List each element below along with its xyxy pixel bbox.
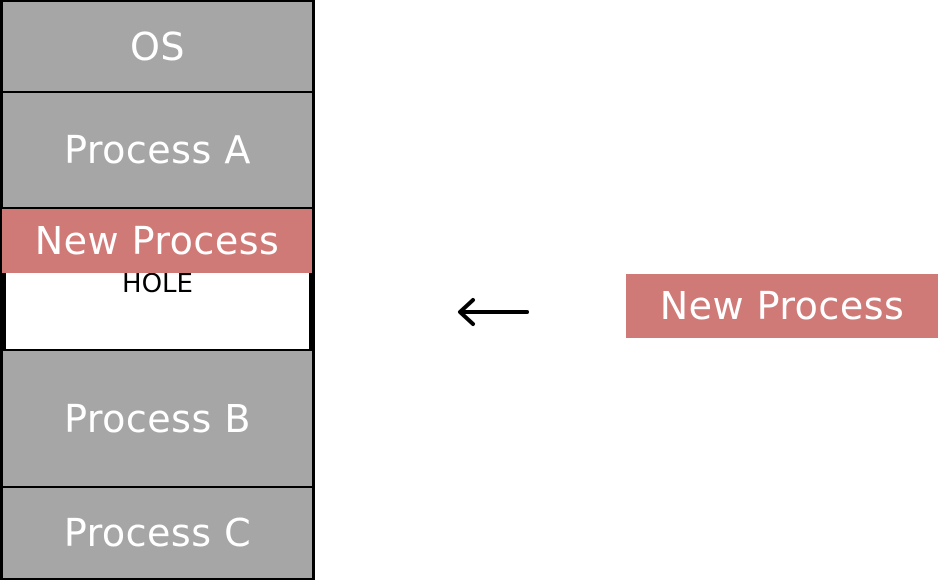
memory-layout: OS Process A HOLE New Process Process B … [0, 0, 315, 580]
process-a-label: Process A [64, 128, 251, 172]
new-process-placed-label: New Process [34, 219, 280, 263]
hole-label: HOLE [122, 269, 193, 299]
process-b-label: Process B [64, 396, 251, 441]
os-label: OS [129, 24, 186, 69]
process-a-block: Process A [3, 93, 312, 207]
os-block: OS [3, 2, 312, 91]
left-arrow-icon [458, 298, 529, 326]
process-b-block: Process B [3, 351, 312, 486]
new-process-placed: New Process [2, 209, 312, 273]
process-c-block: Process C [3, 488, 312, 578]
new-process-incoming: New Process [626, 274, 938, 338]
new-process-incoming-label: New Process [659, 284, 905, 328]
process-c-label: Process C [63, 511, 252, 555]
